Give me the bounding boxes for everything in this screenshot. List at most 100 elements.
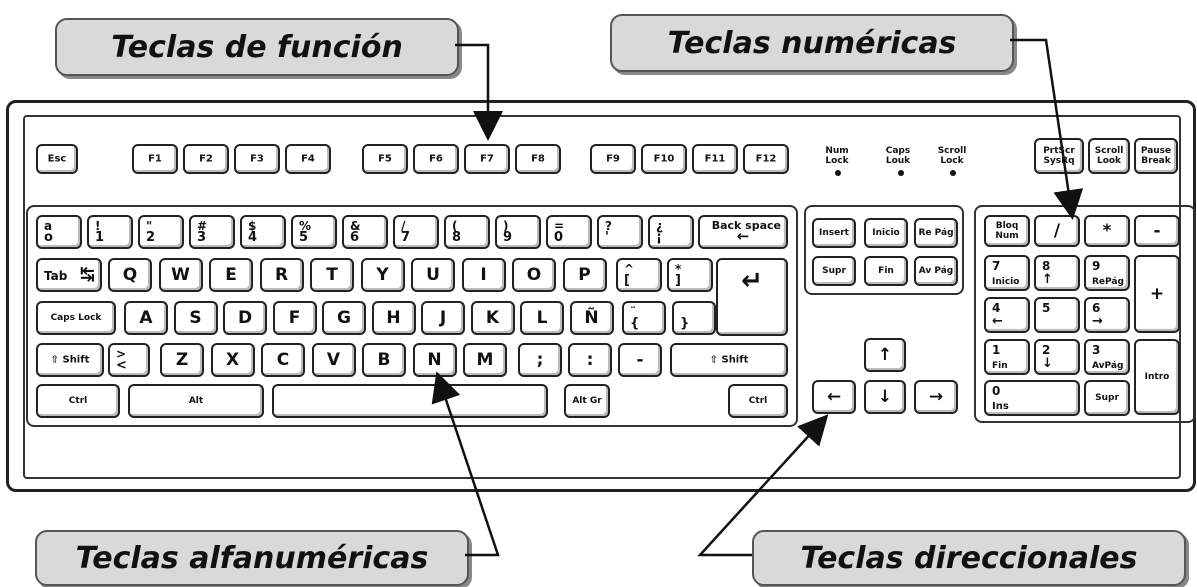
key-inicio[interactable]: Inicio (864, 218, 908, 248)
key-o[interactable]: O (512, 258, 556, 292)
key-punct-0[interactable]: ; (518, 343, 562, 377)
key-row1-4[interactable]: $4 (240, 215, 286, 249)
key-f12[interactable]: F12 (743, 144, 789, 174)
key-b[interactable]: B (362, 343, 406, 377)
key-space[interactable] (272, 384, 548, 418)
key-f11[interactable]: F11 (692, 144, 738, 174)
key-num-dot[interactable]: Supr (1084, 380, 1130, 416)
key-repag[interactable]: Re Pág (914, 218, 958, 248)
key-punct-2[interactable]: - (618, 343, 662, 377)
key-r[interactable]: R (259, 258, 304, 292)
key-num-6[interactable]: 6→ (1084, 297, 1130, 333)
key-esc[interactable]: Esc (36, 144, 78, 174)
key-s[interactable]: S (173, 301, 218, 335)
key-z[interactable]: Z (160, 343, 204, 377)
key-f7[interactable]: F7 (464, 144, 510, 174)
key-g[interactable]: G (322, 301, 366, 335)
key-row1-12[interactable]: ¿¡ (648, 215, 694, 249)
key-h[interactable]: H (371, 301, 416, 335)
key-y[interactable]: Y (360, 258, 405, 292)
key-avpag[interactable]: Av Pág (914, 256, 958, 286)
key-row1-10[interactable]: =0 (546, 215, 592, 249)
key-row3-extra-1[interactable]: } (672, 301, 716, 335)
key-supr[interactable]: Supr (812, 256, 856, 286)
key-ntilde[interactable]: Ñ (569, 301, 614, 335)
key-row1-1[interactable]: !1 (87, 215, 133, 249)
key-l[interactable]: L (520, 301, 564, 335)
key-row1-3[interactable]: #3 (189, 215, 235, 249)
key-alt[interactable]: Alt (128, 384, 264, 418)
key-f10[interactable]: F10 (641, 144, 687, 174)
key-backspace[interactable]: Back space← (698, 215, 788, 249)
key-c[interactable]: C (261, 343, 305, 377)
key-e[interactable]: E (209, 258, 253, 292)
key-f2[interactable]: F2 (183, 144, 229, 174)
key-f8[interactable]: F8 (515, 144, 561, 174)
key-num-5[interactable]: 5 (1034, 297, 1080, 333)
key-row1-9[interactable]: )9 (495, 215, 541, 249)
key-bloq-num[interactable]: Bloq Num (984, 215, 1030, 247)
key-f5[interactable]: F5 (362, 144, 408, 174)
key-arrow-left[interactable]: ← (812, 380, 856, 414)
key-num-minus[interactable]: - (1134, 215, 1180, 247)
key-num-star[interactable]: * (1084, 215, 1130, 247)
key-m[interactable]: M (463, 343, 507, 377)
key-ctrl-left[interactable]: Ctrl (36, 384, 120, 418)
key-w[interactable]: W (158, 258, 203, 292)
key-u[interactable]: U (411, 258, 455, 292)
key-k[interactable]: K (470, 301, 515, 335)
key-row1-5[interactable]: %5 (291, 215, 337, 249)
key-enter[interactable]: ↵ (716, 258, 788, 336)
key-num-intro[interactable]: Intro (1134, 339, 1180, 415)
key-x[interactable]: X (210, 343, 255, 377)
key-f3[interactable]: F3 (234, 144, 280, 174)
key-prtscr[interactable]: PrtScr SysRq (1034, 138, 1084, 174)
key-alt-gr[interactable]: Alt Gr (564, 384, 610, 418)
key-arrow-up[interactable]: ↑ (864, 338, 906, 372)
key-t[interactable]: T (310, 258, 354, 292)
key-shift-left[interactable]: ⇧ Shift (36, 343, 104, 377)
key-row2-extra-1[interactable]: *] (667, 258, 713, 292)
key-row1-11[interactable]: ?' (597, 215, 643, 249)
key-row1-2[interactable]: "2 (138, 215, 184, 249)
key-row2-extra-0[interactable]: ^[ (616, 258, 662, 292)
key-row1-8[interactable]: (8 (444, 215, 490, 249)
key-num-4[interactable]: 4← (984, 297, 1030, 333)
key-arrow-down[interactable]: ↓ (864, 380, 906, 414)
key-pause[interactable]: Pause Break (1134, 138, 1178, 174)
key-j[interactable]: J (421, 301, 465, 335)
key-insert[interactable]: Insert (812, 218, 856, 248)
key-ctrl-right[interactable]: Ctrl (728, 384, 788, 418)
key-less-greater[interactable]: >< (108, 343, 150, 377)
key-v[interactable]: V (311, 343, 356, 377)
key-punct-1[interactable]: : (568, 343, 612, 377)
key-row3-extra-0[interactable]: ¨{ (622, 301, 666, 335)
key-shift-right[interactable]: ⇧ Shift (670, 343, 788, 377)
key-f[interactable]: F (272, 301, 317, 335)
key-num-8[interactable]: 8↑ (1034, 255, 1080, 291)
key-row1-6[interactable]: &6 (342, 215, 388, 249)
key-i[interactable]: I (461, 258, 506, 292)
key-q[interactable]: Q (108, 258, 152, 292)
key-arrow-right[interactable]: → (914, 380, 958, 414)
key-f6[interactable]: F6 (413, 144, 459, 174)
key-scroll-lock[interactable]: Scroll Look (1088, 138, 1130, 174)
key-f1[interactable]: F1 (132, 144, 178, 174)
key-num-plus[interactable]: + (1134, 255, 1180, 333)
key-p[interactable]: P (562, 258, 607, 292)
key-d[interactable]: D (223, 301, 267, 335)
key-num-2[interactable]: 2↓ (1034, 339, 1080, 375)
key-fin[interactable]: Fin (864, 256, 908, 286)
key-caps-lock[interactable]: Caps Lock (36, 301, 116, 335)
key-tab[interactable]: Tab↹ (36, 258, 102, 292)
key-f9[interactable]: F9 (590, 144, 636, 174)
key-row1-7[interactable]: /7 (393, 215, 439, 249)
key-f4[interactable]: F4 (285, 144, 331, 174)
key-a[interactable]: A (124, 301, 168, 335)
